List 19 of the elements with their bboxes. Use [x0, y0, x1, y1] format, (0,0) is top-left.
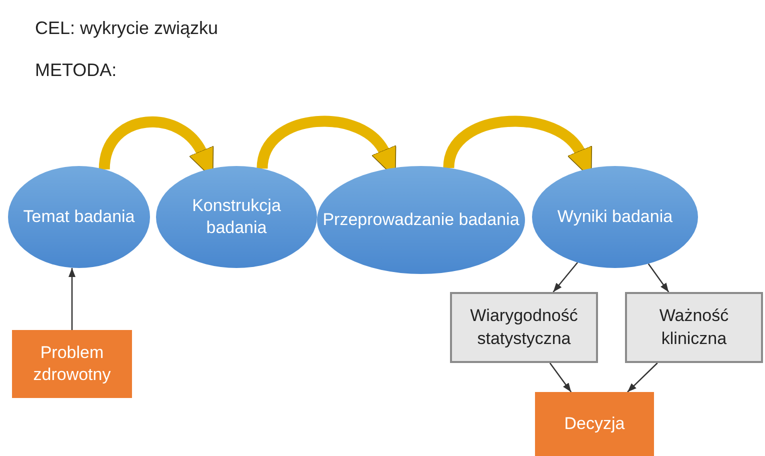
arrow [627, 362, 658, 392]
arrow [68, 268, 76, 330]
decision-box [535, 392, 654, 456]
node-label: Problem zdrowotny [32, 342, 112, 386]
process-box [450, 292, 598, 363]
heading-text: CEL: wykrycie związku [35, 18, 218, 39]
arrow [552, 262, 578, 292]
heading-text: METODA: [35, 60, 117, 81]
node-label: Decyzja [563, 412, 626, 435]
arrow [648, 263, 670, 292]
node-label: Konstrukcja badania [191, 194, 282, 239]
process-box [625, 292, 763, 363]
node-label: Ważność kliniczna [658, 305, 730, 350]
arrow [549, 362, 572, 392]
node-label: Wiarygodność statystyczna [469, 305, 579, 350]
node-label: Temat badania [22, 206, 136, 228]
process-box [12, 330, 132, 398]
node-label: Przeprowadzanie badania [322, 208, 520, 231]
node-label: Wyniki badania [556, 206, 674, 228]
